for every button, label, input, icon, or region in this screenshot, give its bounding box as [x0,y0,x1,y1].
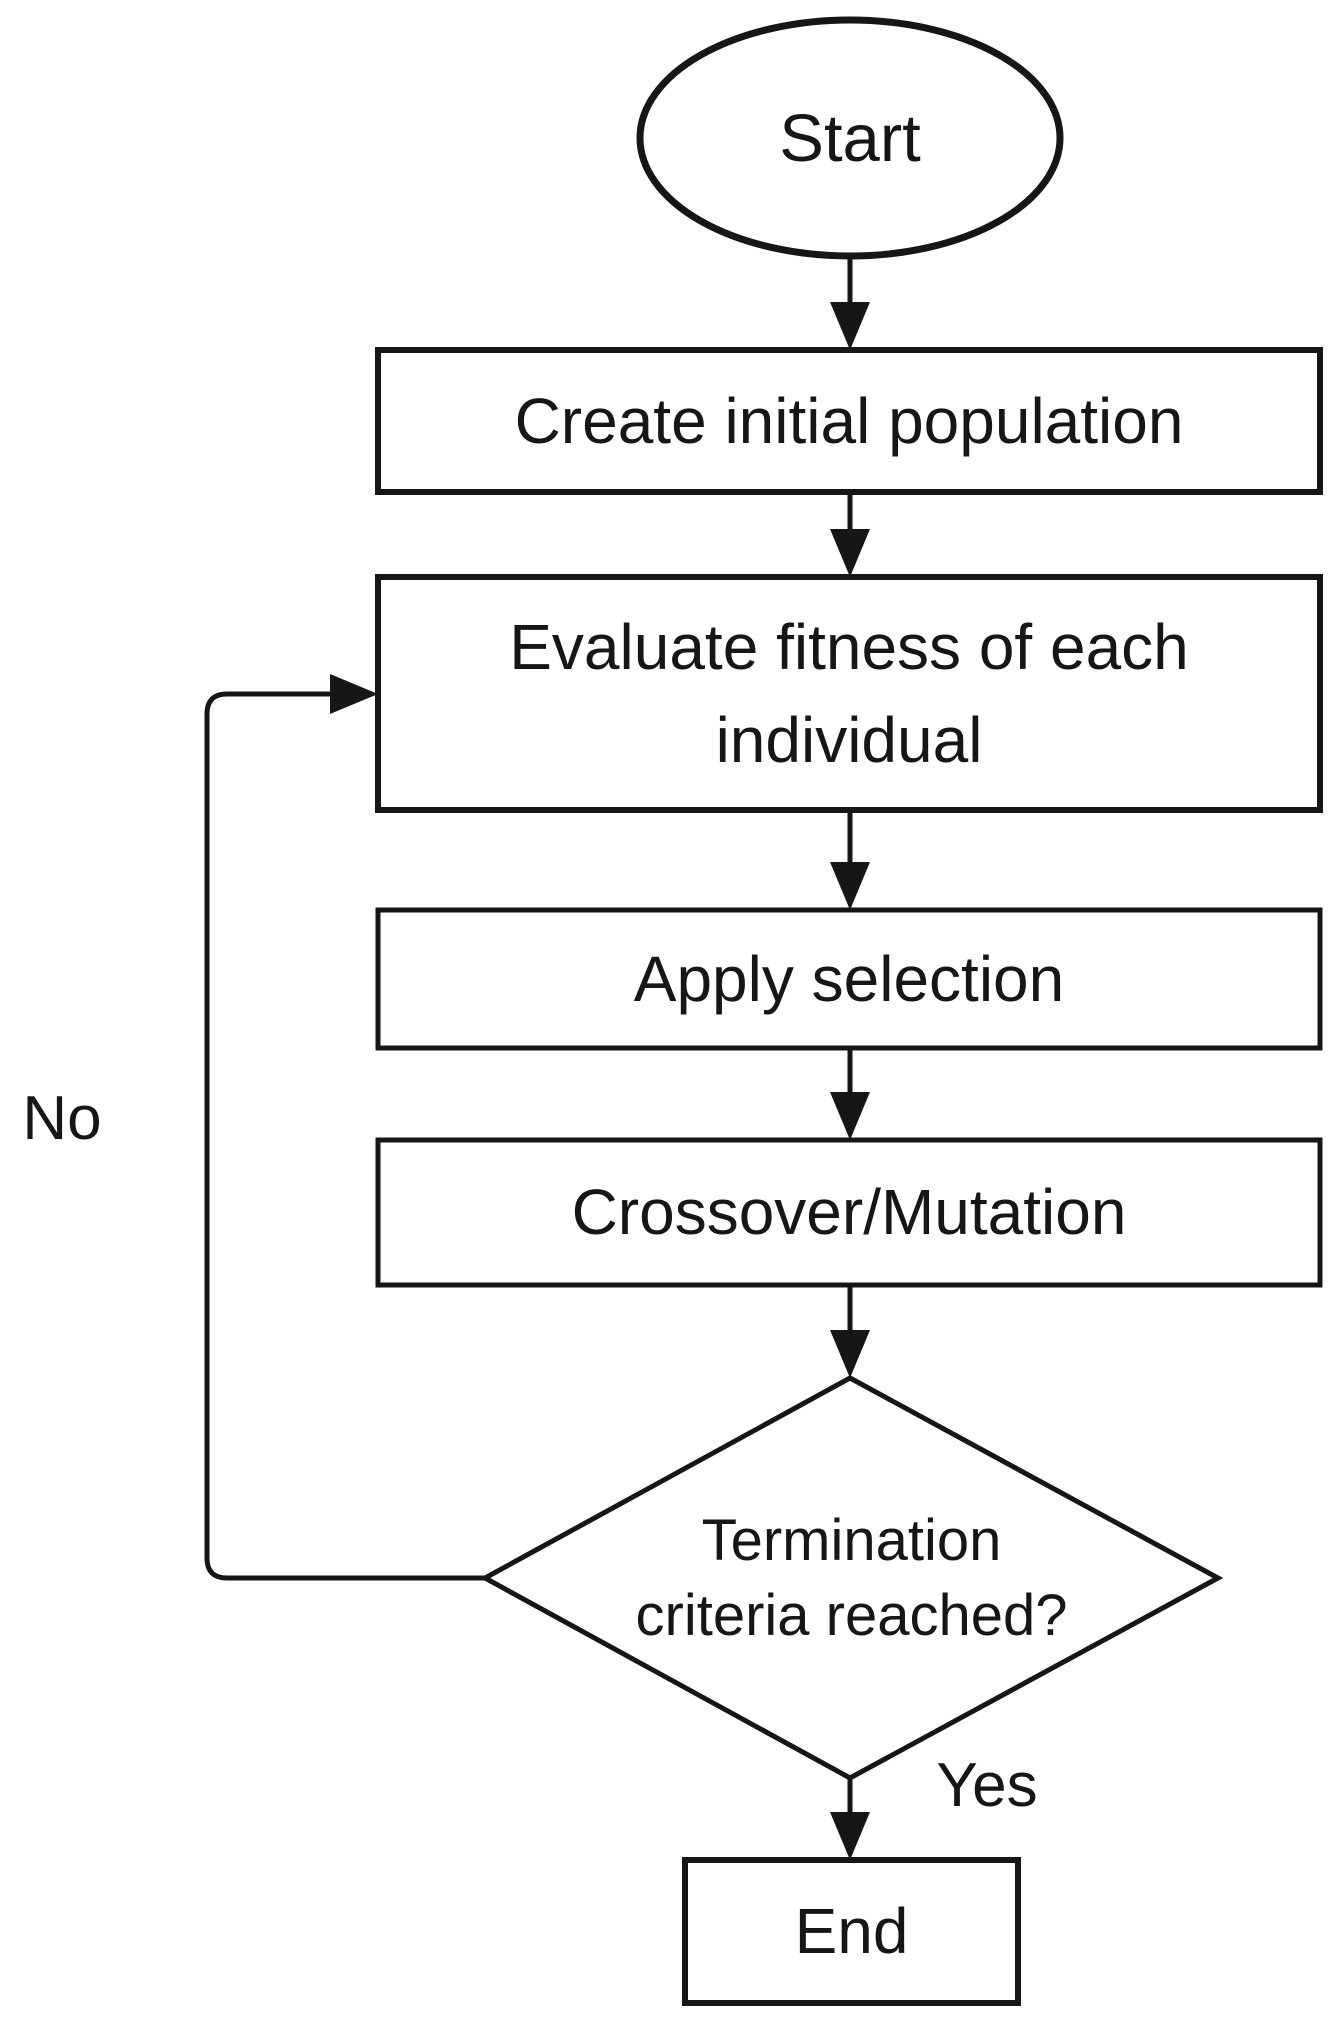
node-start-label: Start [779,101,921,176]
arrowhead-start-to-create [830,302,870,350]
arrowhead-decision-to-end [830,1812,870,1860]
node-evaluate-fitness-line2: individual [715,703,983,776]
node-evaluate-fitness-label: Evaluate fitness of each individual [378,577,1320,810]
node-termination-line1: Termination [701,1507,1002,1573]
arrowhead-crossover-to-decision [830,1330,870,1378]
arrowhead-no-loop-to-evaluate [330,674,378,714]
node-create-population-label: Create initial population [514,384,1184,457]
node-termination-line2: criteria reached? [635,1583,1068,1648]
node-crossover-mutation-label: Crossover/Mutation [571,1176,1127,1249]
start-terminator-ellipse [636,16,1064,260]
edge-label-yes: Yes [936,1750,1038,1820]
end-terminator-box [682,1857,1021,2006]
node-end-label: End [794,1895,909,1968]
node-evaluate-fitness-line1: Evaluate fitness of each [509,610,1189,683]
arrowhead-create-to-evaluate [830,529,870,577]
edge-label-no: No [22,1083,102,1153]
node-apply-selection-label: Apply selection [633,942,1065,1015]
node-termination-label: Termination criteria reached? [485,1378,1218,1778]
arrowhead-evaluate-to-selection [830,862,870,910]
no-loop-line [204,691,485,1581]
arrowhead-selection-to-crossover [830,1092,870,1140]
